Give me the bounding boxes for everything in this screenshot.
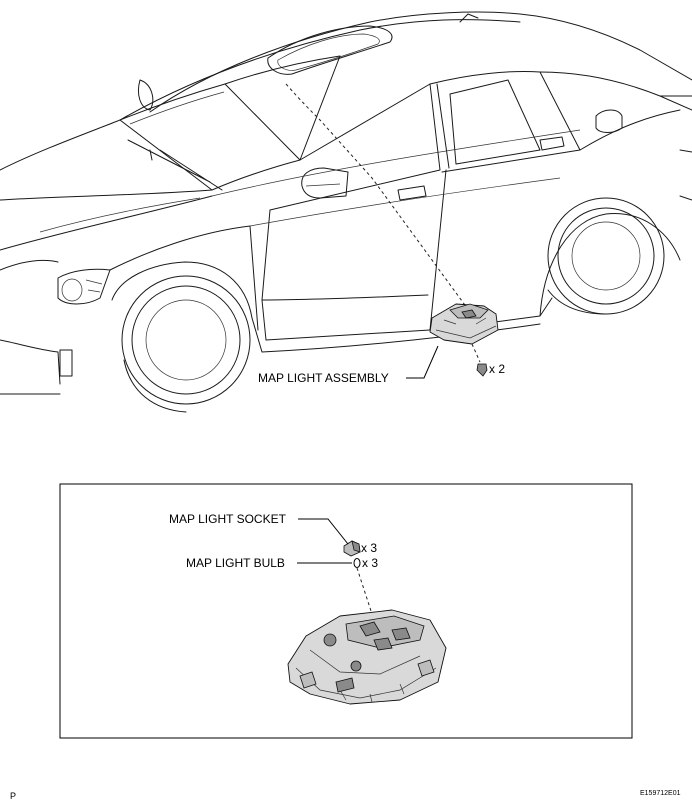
screw-icon bbox=[476, 363, 488, 377]
map-light-assembly-leader bbox=[406, 345, 439, 379]
car-illustration bbox=[0, 11, 692, 413]
figure-id: E159712E01 bbox=[640, 790, 681, 797]
screw-quantity: x 2 bbox=[489, 362, 505, 376]
page-code: P bbox=[10, 791, 16, 801]
map-light-socket-label: MAP LIGHT SOCKET bbox=[169, 512, 287, 526]
detail-box bbox=[59, 483, 633, 739]
map-light-socket-leader bbox=[298, 518, 349, 545]
map-light-bulb-part bbox=[353, 558, 361, 568]
assembly-to-screw-dashed-line bbox=[471, 343, 481, 363]
map-light-bulb-label: MAP LIGHT BULB bbox=[186, 556, 285, 570]
map-light-assembly-part bbox=[429, 303, 499, 345]
map-light-assembly-detail bbox=[287, 609, 447, 705]
socket-quantity: x 3 bbox=[361, 541, 377, 555]
roof-to-assembly-dashed-line bbox=[285, 83, 471, 313]
map-light-assembly-label: MAP LIGHT ASSEMBLY bbox=[258, 371, 389, 385]
bulb-quantity: x 3 bbox=[362, 556, 378, 570]
bulb-to-assembly-dashed-line bbox=[356, 567, 373, 615]
map-light-socket-part bbox=[343, 540, 361, 557]
